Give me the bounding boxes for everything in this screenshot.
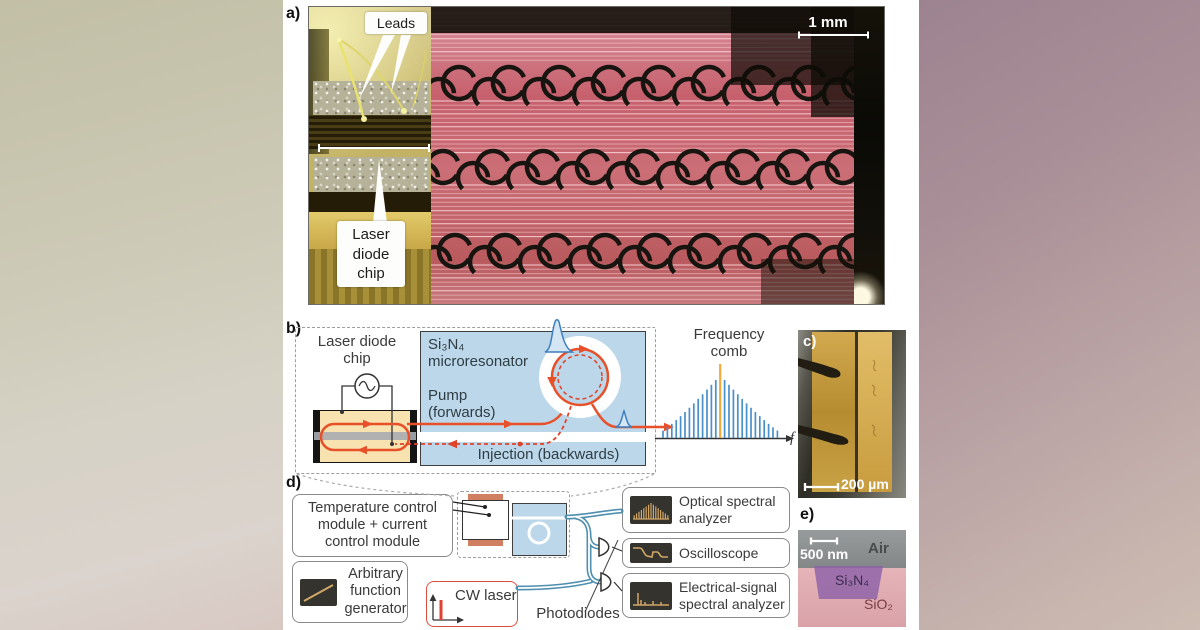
temp-module-text: Temperature control module + current con… [308, 500, 437, 551]
strip-gap [855, 332, 858, 492]
photo-right-dark-edge [854, 7, 884, 304]
scale-bar-200um [803, 483, 840, 491]
electrical-spectral-analyzer-box: Electrical-signal spectral analyzer [622, 573, 790, 618]
laser-gain-stripe [314, 432, 416, 440]
engraving-marks [871, 359, 877, 437]
temperature-control-module-box: Temperature control module + current con… [292, 494, 453, 557]
comb-title-line: Frequency [693, 326, 765, 343]
cw-laser-box: CW laser [426, 581, 518, 627]
mount-shadow [309, 192, 431, 212]
panel-e-photo: 500 nm Air Si₃N₄ SiO₂ [798, 530, 906, 627]
microresonator-array-graphic [431, 7, 854, 304]
esa-line: spectral analyzer [679, 595, 785, 612]
laser-contact-pad [468, 540, 503, 546]
scale-label-1mm: 1 mm [808, 14, 848, 31]
chip-callout-line: chip [357, 265, 385, 282]
afg-ramp-icon [300, 578, 337, 606]
afg-line: generator [344, 600, 407, 617]
osa-line: Optical spectral [679, 493, 776, 510]
afg-line: Arbitrary [348, 566, 403, 583]
temp-module-line: control module [324, 534, 421, 551]
laser-diode-mini [462, 500, 509, 540]
panel-c-graphic [798, 332, 892, 492]
resonator-label-line: Si₃N₄ [428, 336, 465, 353]
gold-strip-right [858, 332, 892, 492]
probe-needle [798, 358, 841, 378]
leads-callout-text: Leads [376, 15, 416, 31]
air-label: Air [868, 540, 889, 557]
panel-d-label: d) [286, 474, 302, 491]
afg-text: Arbitrary function generator [344, 566, 407, 617]
background-blur-right [919, 0, 1200, 630]
comb-title-line: comb [710, 343, 748, 361]
photodiode-icon [598, 536, 610, 558]
pump-label-line: Pump [428, 387, 468, 404]
sio2-label: SiO₂ [864, 596, 893, 612]
optical-spectral-analyzer-box: Optical spectral analyzer [622, 487, 790, 533]
photodiode-icon [600, 571, 612, 593]
pump-label: Pump (forwards) [428, 387, 496, 422]
pump-label-line: (forwards) [428, 404, 496, 422]
frequency-comb-plot [655, 364, 794, 442]
scale-label-500nm: 500 nm [800, 546, 849, 562]
arbitrary-function-generator-box: Arbitrary function generator [292, 561, 408, 623]
leads-callout: Leads [365, 12, 427, 34]
photonic-chip-photo-region [431, 7, 854, 304]
si3n4-label: Si₃N₄ [835, 572, 869, 588]
oscilloscope-trace-icon [630, 543, 672, 563]
osa-text: Optical spectral analyzer [679, 493, 775, 526]
air-region [798, 530, 906, 568]
chip-top-facet [313, 81, 429, 115]
chip-side [309, 115, 431, 149]
esa-line: Electrical-signal [679, 578, 778, 595]
temp-module-line: Temperature control [308, 499, 437, 516]
photodiode-output-wires [611, 546, 623, 592]
frequency-axis-label: f [790, 430, 795, 446]
temp-module-line: module + current [317, 516, 428, 533]
osa-spectrum-icon [630, 496, 672, 524]
gold-strip-left [812, 332, 855, 492]
laser-diode-schematic [313, 410, 417, 463]
afg-line: function [350, 583, 401, 600]
panel-b-label: b) [286, 320, 302, 337]
solder-texture [313, 157, 429, 192]
panel-e-label: e) [800, 506, 815, 523]
panel-c-label: c) [803, 333, 817, 350]
figure-canvas: a) [283, 0, 919, 630]
sin-chip-mini [512, 503, 567, 556]
oscilloscope-box: Oscilloscope [622, 538, 790, 568]
laser-contact-pad [468, 494, 503, 500]
chip-label-line: chip [343, 350, 371, 368]
chip-callout-line: diode [352, 245, 390, 263]
background-blur-left [0, 0, 283, 630]
chip-callout-line: Laser [352, 226, 390, 243]
oscilloscope-label: Oscilloscope [679, 544, 759, 561]
photodiodes-pointer-line [584, 539, 619, 613]
probe-needle [798, 425, 849, 445]
osa-line: analyzer [679, 510, 732, 526]
panel-a-label: a) [286, 5, 301, 22]
resonator-label: Si₃N₄ microresonator [428, 336, 528, 371]
frequency-comb-title: Frequency comb [677, 326, 781, 361]
esa-text: Electrical-signal spectral analyzer [679, 579, 785, 612]
scale-label-200um: 200 µm [841, 476, 889, 492]
chip-label-line: Laser diode [317, 333, 397, 350]
laser-diode-chip-callout: Laser diode chip [337, 221, 405, 287]
output-arrow [664, 422, 674, 432]
cw-laser-label: CW laser [455, 587, 517, 604]
esa-spectrum-icon [630, 581, 672, 610]
injection-label: Injection (backwards) [477, 446, 620, 463]
resonator-label-line: microresonator [428, 353, 529, 371]
panel-c-photo: 200 µm c) [798, 330, 906, 498]
panel-a-photo: Leads Laser diode chip 1 mm [308, 6, 885, 305]
laser-diode-chip-label: Laser diode chip [303, 333, 411, 368]
photodiodes-label: Photodiodes [536, 605, 620, 622]
